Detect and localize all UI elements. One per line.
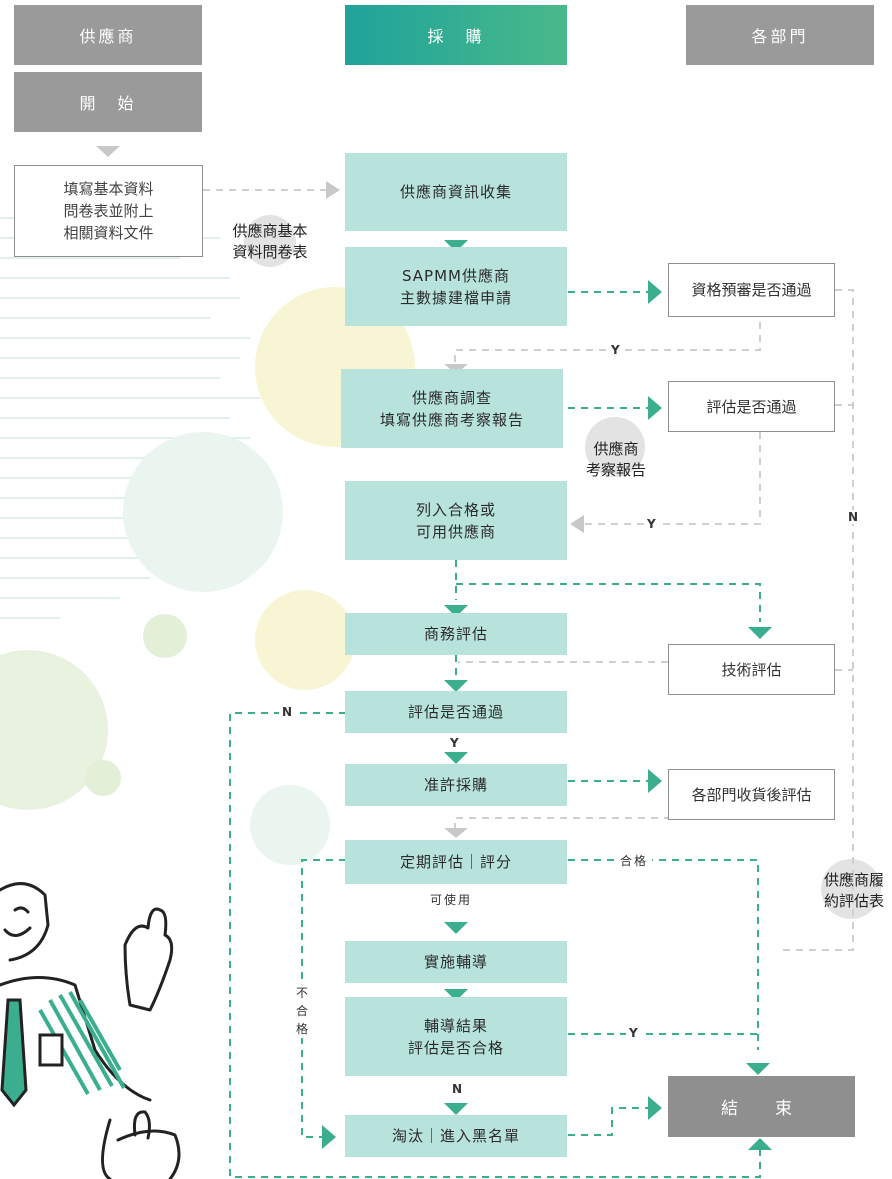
start-node: 開 始 [14,72,202,132]
label-n-right: N [845,510,862,524]
label-y-approve: Y [450,736,459,750]
step-periodic-eval: 定期評估｜評分 [345,840,567,884]
label-y-eval: Y [644,517,659,531]
doc-performance-form: 供應商履 約評估表 [823,871,884,910]
step-collect-info: 供應商資訊收集 [345,153,567,231]
lane-header-departments: 各部門 [686,5,874,65]
step-master-data: SAPMM供應商 主數據建檔申請 [345,247,567,326]
step-eval-pass: 評估是否通過 [345,691,567,733]
label-usable: 可使用 [430,893,473,907]
label-y-prequal: Y [608,343,623,357]
end-node: 結 束 [668,1076,855,1137]
label-fail: 不 合 格 [296,984,309,1038]
dept-tech-eval: 技術評估 [668,644,835,695]
doc-inspection-report: 供應商 考察報告 [585,440,646,479]
step-qualified-list: 列入合格或 可用供應商 [345,481,567,560]
step-coaching: 實施輔導 [345,941,567,983]
lane-header-procurement: 採 購 [345,5,567,65]
cartoon-thumbs-up-illustration [0,882,181,1179]
label-n-left: N [279,705,296,719]
label-y-coaching: Y [626,1026,641,1040]
dept-prequal: 資格預審是否通過 [668,263,835,317]
doc-basic-questionnaire: 供應商基本 資料問卷表 [232,222,308,261]
label-n-coaching: N [452,1082,463,1096]
step-eliminate: 淘汰｜進入黑名單 [345,1115,567,1157]
step-approve-purchase: 准許採購 [345,764,567,806]
step-business-eval: 商務評估 [345,613,567,655]
step-coaching-result: 輔導結果 評估是否合格 [345,997,567,1076]
dept-receive-eval: 各部門收貨後評估 [668,769,835,820]
fill-form-step: 填寫基本資料 問卷表並附上 相關資料文件 [14,165,203,257]
label-pass: 合格 [616,852,653,869]
dept-eval-pass: 評估是否通過 [668,381,835,432]
step-supplier-survey: 供應商調查 填寫供應商考察報告 [341,369,563,448]
lane-header-supplier: 供應商 [14,5,202,65]
